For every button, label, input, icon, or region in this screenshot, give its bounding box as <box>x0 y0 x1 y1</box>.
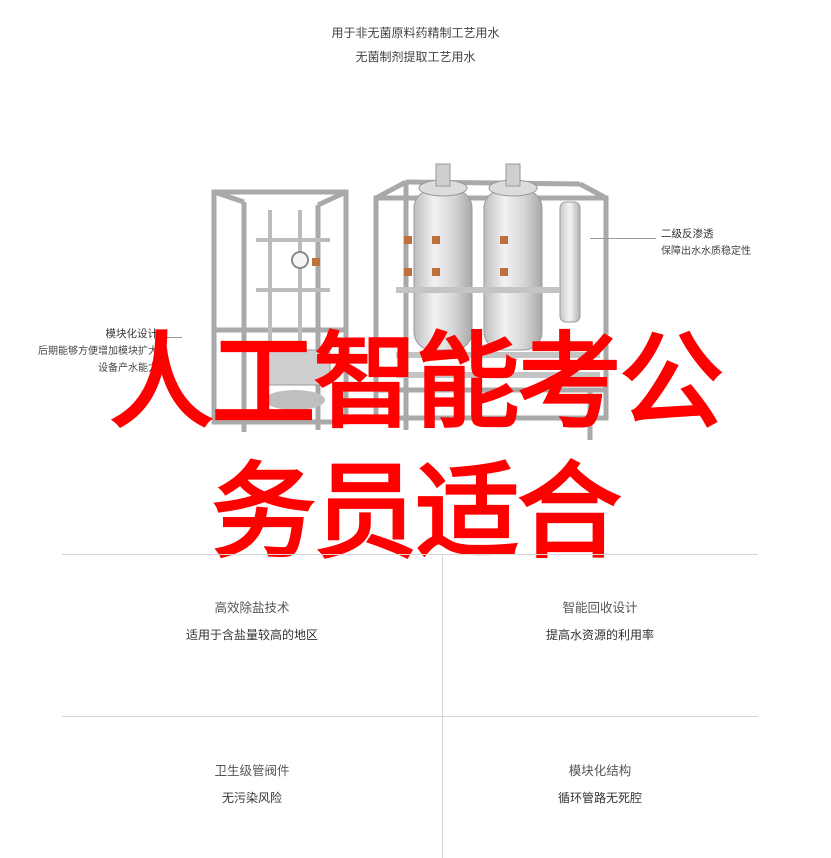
callout-right-title: 二级反渗透 <box>661 228 714 240</box>
feature-title: 高效除盐技术 <box>214 600 290 615</box>
grid-divider-middle <box>62 716 758 717</box>
feature-title: 智能回收设计 <box>562 600 638 615</box>
water-treatment-equipment-image <box>211 163 609 440</box>
feature-desc: 提高水资源的利用率 <box>545 628 654 642</box>
callout-right-desc: 保障出水水质稳定性 <box>661 246 751 257</box>
grid-divider-vertical <box>442 555 443 858</box>
overlay-headline-line-1: 人工智能考公 <box>109 321 723 443</box>
callout-left-desc-1: 后期能够方便增加模块扩大 <box>38 346 158 357</box>
feature-desc: 循环管路无死腔 <box>557 791 642 805</box>
grid-divider-top <box>62 554 758 555</box>
feature-title: 卫生级管阀件 <box>214 763 290 778</box>
feature-desc: 适用于含盐量较高的地区 <box>185 628 318 642</box>
feature-cell-modular: 模块化结构 循环管路无死腔 <box>410 760 790 806</box>
overlay-headline-line-2: 务员适合 <box>211 451 621 573</box>
callout-left-title: 模块化设计 <box>105 328 159 340</box>
feature-cell-desalination: 高效除盐技术 适用于含盐量较高的地区 <box>62 597 442 643</box>
feature-cell-recovery: 智能回收设计 提高水资源的利用率 <box>410 597 790 643</box>
feature-desc: 无污染风险 <box>221 791 282 805</box>
header-line-1: 用于非无菌原料药精制工艺用水 <box>331 26 500 40</box>
callout-left-desc-2: 设备产水能力 <box>98 363 158 374</box>
feature-cell-sanitary-valves: 卫生级管阀件 无污染风险 <box>62 760 442 806</box>
callout-right: 二级反渗透 保障出水水质稳定性 <box>661 226 751 260</box>
header-line-2: 无菌制剂提取工艺用水 <box>355 50 476 64</box>
feature-title: 模块化结构 <box>568 763 632 778</box>
callout-left: 模块化设计 后期能够方便增加模块扩大 设备产水能力 <box>26 326 158 377</box>
callout-leader-right <box>590 238 656 239</box>
callout-leader-left <box>158 337 182 338</box>
